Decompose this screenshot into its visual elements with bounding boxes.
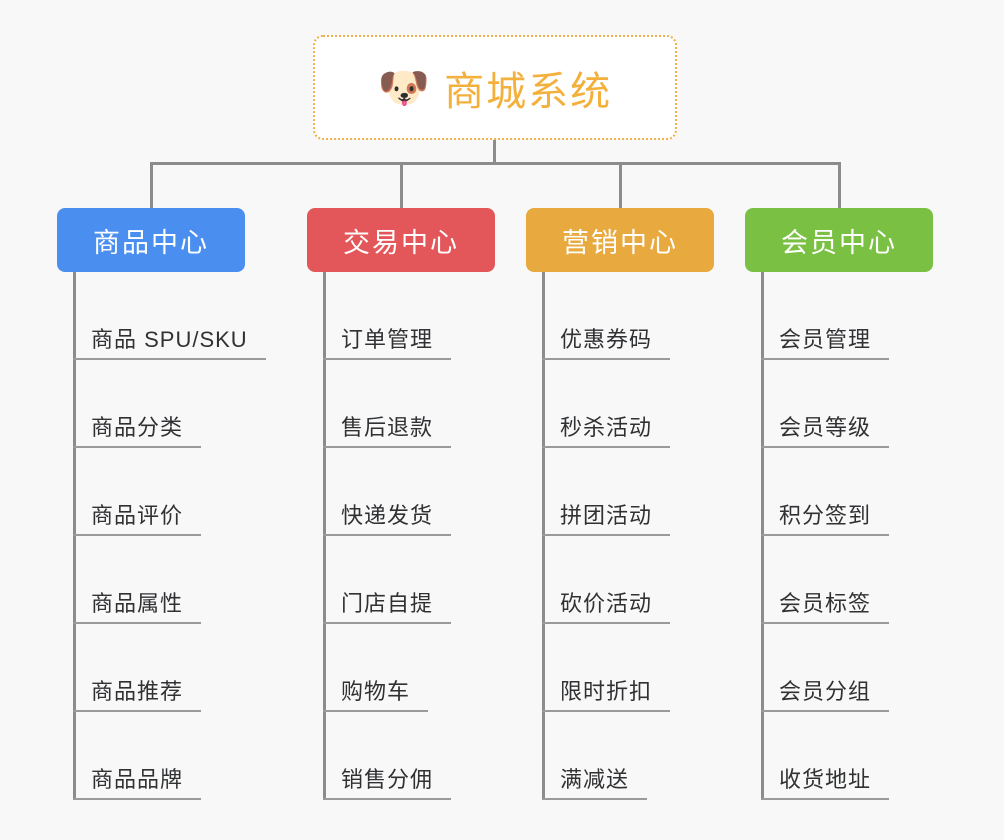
leaf-label: 收货地址 [779, 767, 872, 792]
leaf-label: 售后退款 [341, 415, 434, 440]
leaf-label: 会员分组 [779, 679, 872, 704]
leaf-underline [761, 358, 889, 360]
leaf-item[interactable]: 售后退款 [309, 360, 539, 448]
leaf-item[interactable]: 商品评价 [59, 448, 289, 536]
category-label: 会员中心 [781, 227, 897, 258]
leaf-trunk-line [542, 272, 545, 800]
leaf-label: 商品 SPU/SKU [91, 327, 248, 352]
leaf-underline [542, 710, 670, 712]
leaf-item[interactable]: 积分签到 [747, 448, 977, 536]
leaf-underline [323, 622, 451, 624]
leaf-column-3: 优惠券码 秒杀活动 拼团活动 砍价活动 限时折扣 满减送 [528, 272, 758, 800]
leaf-underline [761, 534, 889, 536]
leaf-label: 订单管理 [341, 327, 434, 352]
leaf-column-1: 商品 SPU/SKU 商品分类 商品评价 商品属性 商品推荐 商品品牌 [59, 272, 289, 800]
leaf-underline [542, 534, 670, 536]
leaf-item[interactable]: 商品属性 [59, 536, 289, 624]
leaf-underline [542, 446, 670, 448]
leaf-item[interactable]: 会员等级 [747, 360, 977, 448]
connector-drop-2 [400, 162, 403, 210]
connector-drop-4 [838, 162, 841, 210]
leaf-item[interactable]: 商品品牌 [59, 712, 289, 800]
leaf-label: 门店自提 [341, 591, 434, 616]
leaf-underline [73, 798, 201, 800]
leaf-item[interactable]: 秒杀活动 [528, 360, 758, 448]
category-box-1[interactable]: 商品中心 [57, 208, 245, 272]
root-node[interactable]: 🐶 商城系统 [313, 35, 677, 140]
leaf-item[interactable]: 优惠券码 [528, 272, 758, 360]
leaf-item[interactable]: 订单管理 [309, 272, 539, 360]
leaf-underline [542, 358, 670, 360]
leaf-underline [761, 446, 889, 448]
leaf-label: 秒杀活动 [560, 415, 653, 440]
leaf-label: 购物车 [341, 679, 411, 704]
leaf-item[interactable]: 会员分组 [747, 624, 977, 712]
leaf-item[interactable]: 商品分类 [59, 360, 289, 448]
leaf-underline [73, 710, 201, 712]
leaf-underline [542, 798, 647, 800]
leaf-underline [73, 534, 201, 536]
leaf-label: 满减送 [560, 767, 630, 792]
leaf-underline [761, 710, 889, 712]
leaf-item[interactable]: 限时折扣 [528, 624, 758, 712]
category-box-3[interactable]: 营销中心 [526, 208, 714, 272]
category-label: 商品中心 [93, 227, 209, 258]
connector-horizontal-bar [150, 162, 841, 165]
leaf-column-2: 订单管理 售后退款 快递发货 门店自提 购物车 销售分佣 [309, 272, 539, 800]
leaf-item[interactable]: 商品 SPU/SKU [59, 272, 289, 360]
leaf-underline [323, 798, 451, 800]
connector-drop-1 [150, 162, 153, 210]
leaf-underline [323, 446, 451, 448]
leaf-label: 商品品牌 [91, 767, 184, 792]
leaf-label: 拼团活动 [560, 503, 653, 528]
leaf-item[interactable]: 购物车 [309, 624, 539, 712]
leaf-label: 会员管理 [779, 327, 872, 352]
leaf-label: 商品属性 [91, 591, 184, 616]
leaf-underline [323, 358, 451, 360]
leaf-label: 快递发货 [341, 503, 434, 528]
leaf-trunk-line [323, 272, 326, 800]
leaf-label: 销售分佣 [341, 767, 434, 792]
leaf-underline [323, 710, 428, 712]
leaf-underline [73, 446, 201, 448]
leaf-item[interactable]: 商品推荐 [59, 624, 289, 712]
leaf-item[interactable]: 会员标签 [747, 536, 977, 624]
leaf-underline [73, 358, 266, 360]
leaf-label: 砍价活动 [560, 591, 653, 616]
leaf-item[interactable]: 快递发货 [309, 448, 539, 536]
root-title: 商城系统 [444, 69, 613, 114]
category-box-2[interactable]: 交易中心 [307, 208, 495, 272]
leaf-item[interactable]: 拼团活动 [528, 448, 758, 536]
category-label: 交易中心 [343, 227, 459, 258]
leaf-underline [761, 798, 889, 800]
category-box-4[interactable]: 会员中心 [745, 208, 933, 272]
leaf-trunk-line [761, 272, 764, 800]
leaf-label: 商品评价 [91, 503, 184, 528]
leaf-column-4: 会员管理 会员等级 积分签到 会员标签 会员分组 收货地址 [747, 272, 977, 800]
leaf-trunk-line [73, 272, 76, 800]
leaf-item[interactable]: 门店自提 [309, 536, 539, 624]
leaf-label: 会员等级 [779, 415, 872, 440]
leaf-underline [323, 534, 451, 536]
leaf-item[interactable]: 会员管理 [747, 272, 977, 360]
leaf-item[interactable]: 销售分佣 [309, 712, 539, 800]
leaf-label: 积分签到 [779, 503, 872, 528]
category-label: 营销中心 [562, 227, 678, 258]
leaf-label: 商品推荐 [91, 679, 184, 704]
leaf-underline [761, 622, 889, 624]
leaf-label: 商品分类 [91, 415, 184, 440]
connector-drop-3 [619, 162, 622, 210]
leaf-label: 优惠券码 [560, 327, 653, 352]
leaf-underline [73, 622, 201, 624]
leaf-item[interactable]: 收货地址 [747, 712, 977, 800]
leaf-label: 会员标签 [779, 591, 872, 616]
leaf-label: 限时折扣 [560, 679, 653, 704]
leaf-item[interactable]: 砍价活动 [528, 536, 758, 624]
leaf-underline [542, 622, 670, 624]
connector-root-stem [493, 140, 496, 164]
dog-face-icon: 🐶 [377, 63, 431, 111]
leaf-item[interactable]: 满减送 [528, 712, 758, 800]
